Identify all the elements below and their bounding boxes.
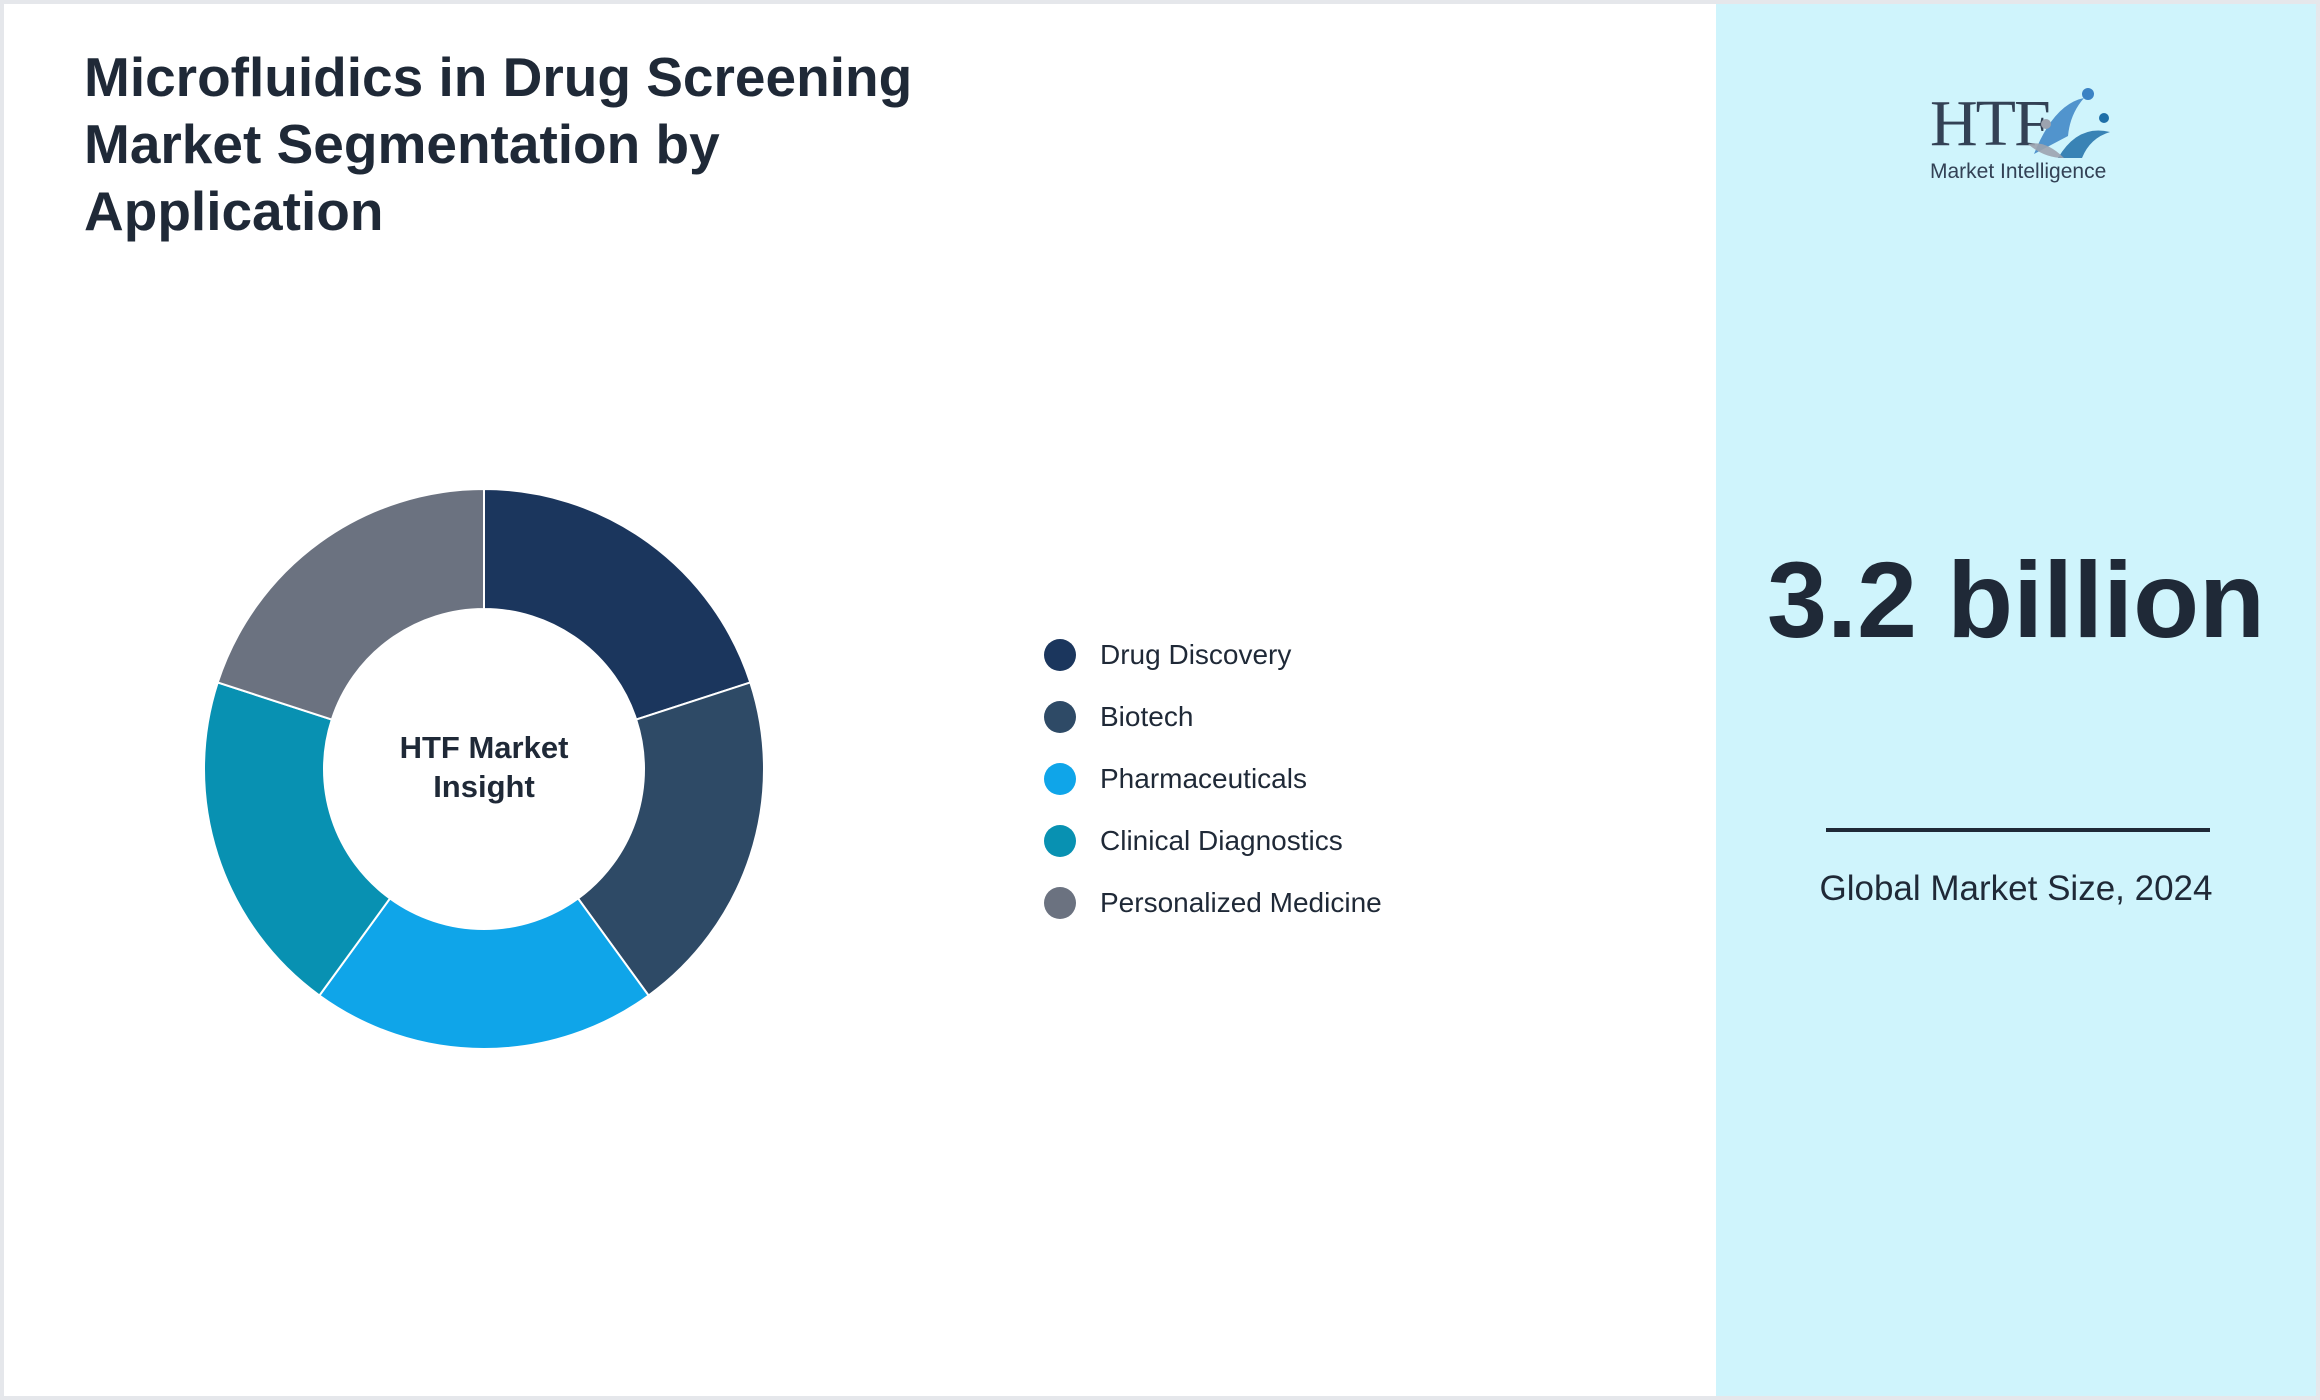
- legend-swatch: [1044, 763, 1076, 795]
- summary-divider: [1826, 828, 2210, 832]
- legend-label: Drug Discovery: [1100, 639, 1292, 670]
- legend-item-clinical-diagnostics[interactable]: Clinical Diagnostics: [1044, 810, 1564, 872]
- donut-center-label-line-1: HTF Market: [400, 730, 569, 765]
- logo-tagline: Market Intelligence: [1930, 160, 2107, 183]
- donut-slices: [203, 487, 765, 1051]
- donut-center-label-line-2: Insight: [433, 769, 535, 804]
- legend-label: Biotech: [1100, 701, 1194, 732]
- legend-label: Personalized Medicine: [1100, 887, 1382, 918]
- market-size-caption: Global Market Size, 2024: [1819, 869, 2213, 908]
- market-size-value: 3.2 billion: [1766, 539, 2266, 660]
- legend-label: Pharmaceuticals: [1100, 763, 1307, 794]
- page-title: Microfluidics in Drug Screening Market S…: [84, 46, 913, 242]
- donut-chart: HTF Market Insight: [203, 487, 765, 1051]
- donut-slice-pharmaceuticals[interactable]: [318, 897, 650, 1051]
- legend-item-personalized-medicine[interactable]: Personalized Medicine: [1044, 872, 1564, 934]
- logo-wordmark: HTF: [1930, 87, 2051, 160]
- legend-label: Clinical Diagnostics: [1100, 825, 1343, 856]
- donut-slice-biotech[interactable]: [576, 681, 765, 997]
- donut-slice-personalized-medicine[interactable]: [216, 487, 485, 721]
- summary-panel: [1716, 4, 2316, 1396]
- legend-swatch: [1044, 639, 1076, 671]
- legend-item-biotech[interactable]: Biotech: [1044, 686, 1564, 748]
- legend-swatch: [1044, 701, 1076, 733]
- logo-figures-icon: [2028, 88, 2110, 158]
- htf-logo: HTF Market Intelligence: [1924, 82, 2114, 192]
- legend-item-drug-discovery[interactable]: Drug Discovery: [1044, 624, 1564, 686]
- legend-swatch: [1044, 887, 1076, 919]
- donut-slice-drug-discovery[interactable]: [483, 487, 752, 721]
- page-frame: Microfluidics in Drug Screening Market S…: [4, 4, 2316, 1396]
- legend-item-pharmaceuticals[interactable]: Pharmaceuticals: [1044, 748, 1564, 810]
- legend-swatch: [1044, 825, 1076, 857]
- donut-slice-clinical-diagnostics[interactable]: [203, 681, 392, 997]
